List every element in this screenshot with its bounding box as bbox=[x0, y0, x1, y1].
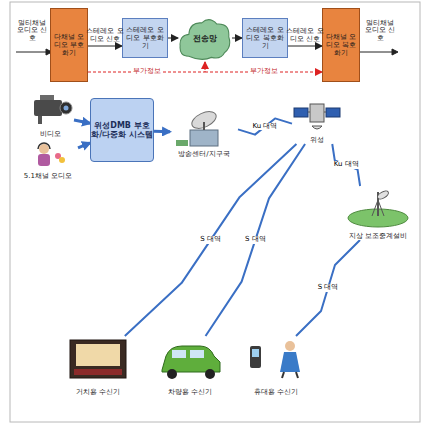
signal-label: 멀티채널 오디오 신호 bbox=[14, 20, 50, 42]
node-text: 위성DMB 부호화/다중화 시스템 bbox=[91, 121, 153, 139]
ground-station: 방송센터/지구국 bbox=[170, 108, 238, 158]
gap-filler bbox=[348, 189, 408, 227]
node-text: 휴대용 수신기 bbox=[253, 388, 299, 396]
node-text: 지상 보조중계설비 bbox=[348, 232, 408, 240]
process-box: 스테레오 오디오 부호화기 bbox=[122, 18, 168, 58]
node-text: 다채널 오디오 복호화기 bbox=[323, 33, 359, 57]
edge-label: S 대역 bbox=[317, 284, 340, 292]
video-camera bbox=[34, 95, 72, 124]
network-cloud: 전송망 bbox=[178, 16, 232, 62]
ground-station bbox=[176, 108, 219, 146]
edge-label: S 대역 bbox=[244, 236, 267, 244]
signal-label: 멀티채널 오디오 신호 bbox=[362, 20, 398, 42]
gap-filler: 지상 보조중계설비 bbox=[340, 186, 416, 240]
audio-person bbox=[38, 143, 65, 166]
node-text: 거치용 수신기 bbox=[75, 388, 121, 396]
radio-link bbox=[332, 144, 360, 186]
radio-link bbox=[296, 240, 360, 336]
node-text: 스테레오 오디오 부호화기 bbox=[123, 26, 167, 50]
node-text: 5.1채널 오디오 bbox=[23, 172, 73, 180]
video-source: 비디오 bbox=[26, 92, 74, 138]
portable-receiver: 휴대용 수신기 bbox=[238, 336, 314, 396]
audio-source: 5.1채널 오디오 bbox=[18, 140, 78, 180]
signal-arrow bbox=[168, 38, 178, 39]
feed-arrow bbox=[154, 130, 170, 134]
encoder-box: 다채널 오디오 부호화기 bbox=[50, 8, 88, 82]
decoder-box: 다채널 오디오 복호화기 bbox=[322, 8, 360, 82]
edge-label: 스테레오 오디오 신호 bbox=[286, 28, 324, 43]
radio-link bbox=[238, 118, 292, 134]
node-text: 전송망 bbox=[193, 34, 217, 43]
satellite: 위성 bbox=[292, 98, 342, 144]
process-box: 스테레오 오디오 복호화기 bbox=[242, 18, 288, 58]
satellite bbox=[294, 104, 340, 129]
radio-link bbox=[125, 144, 297, 336]
edge-label: Ku 대역 bbox=[252, 123, 279, 131]
node-text: 위성 bbox=[309, 136, 325, 144]
vehicle-receiver bbox=[162, 346, 220, 379]
edge-label: 스테레오 오디오 신호 bbox=[86, 28, 124, 43]
feed-arrow bbox=[78, 143, 90, 148]
node-text: 차량용 수신기 bbox=[167, 388, 213, 396]
frame bbox=[10, 2, 420, 422]
fixed-receiver: 거치용 수신기 bbox=[60, 336, 136, 396]
vehicle-receiver: 차량용 수신기 bbox=[152, 336, 228, 396]
edge-label: S 대역 bbox=[199, 236, 222, 244]
portable-receiver bbox=[250, 341, 300, 378]
signal-arrow bbox=[288, 46, 322, 47]
signal-arrow bbox=[88, 46, 122, 47]
edge-label: 부가정보 bbox=[249, 68, 279, 76]
feed-arrow bbox=[74, 120, 90, 123]
node-text: 다채널 오디오 부호화기 bbox=[51, 33, 87, 57]
signal-arrow bbox=[232, 38, 242, 39]
system-box: 위성DMB 부호화/다중화 시스템 bbox=[90, 98, 154, 162]
edge-label: 부가정보 bbox=[132, 68, 162, 76]
fixed-receiver bbox=[70, 340, 126, 378]
node-text: 비디오 bbox=[39, 130, 62, 138]
node-text: 스테레오 오디오 복호화기 bbox=[243, 26, 287, 50]
node-text: 방송센터/지구국 bbox=[177, 150, 230, 158]
edge-label: Ku 대역 bbox=[333, 161, 360, 169]
